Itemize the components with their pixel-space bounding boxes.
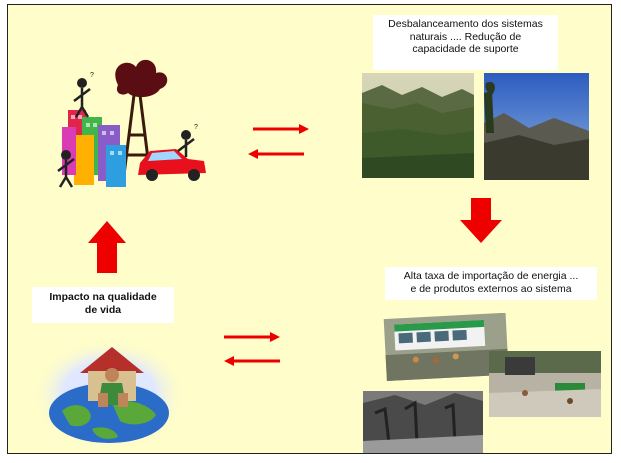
caption-line: e de produtos externos ao sistema: [410, 282, 572, 295]
caption-quality-of-life: Impacto na qualidade de vida: [32, 287, 174, 323]
caption-ecosystem-imbalance: Desbalanceamento dos sistemas naturais .…: [373, 15, 558, 70]
flood-photo-collage: [355, 313, 603, 453]
caption-line: Impacto na qualidade: [49, 291, 157, 303]
caption-line: Desbalanceamento dos sistemas: [388, 18, 543, 30]
left-arrow-icon: [246, 148, 306, 160]
right-arrow-icon: [222, 331, 282, 343]
caption-line: naturais .... Redução de: [409, 30, 522, 43]
down-arrow-icon: [460, 198, 502, 244]
svg-text:?: ?: [90, 72, 94, 79]
left-arrow-icon: [222, 355, 282, 367]
caption-energy-imports: Alta taxa de importação de energia ... e…: [385, 267, 597, 300]
globe-house-clipart: [32, 333, 187, 451]
caption-line: de vida: [84, 303, 122, 316]
city-oil-car-clipart: ? ?: [48, 55, 208, 190]
hills-landscape-photo: [484, 73, 589, 180]
caption-line: Alta taxa de importação de energia ...: [403, 270, 579, 282]
slide: ? ? Desbalanceamento dos sistemas natura…: [7, 4, 612, 454]
svg-text:?: ?: [194, 124, 198, 131]
right-arrow-icon: [251, 123, 311, 135]
up-arrow-icon: [88, 221, 126, 273]
caption-line: capacidade de suporte: [412, 43, 519, 55]
mountain-landscape-photo: [362, 73, 474, 178]
